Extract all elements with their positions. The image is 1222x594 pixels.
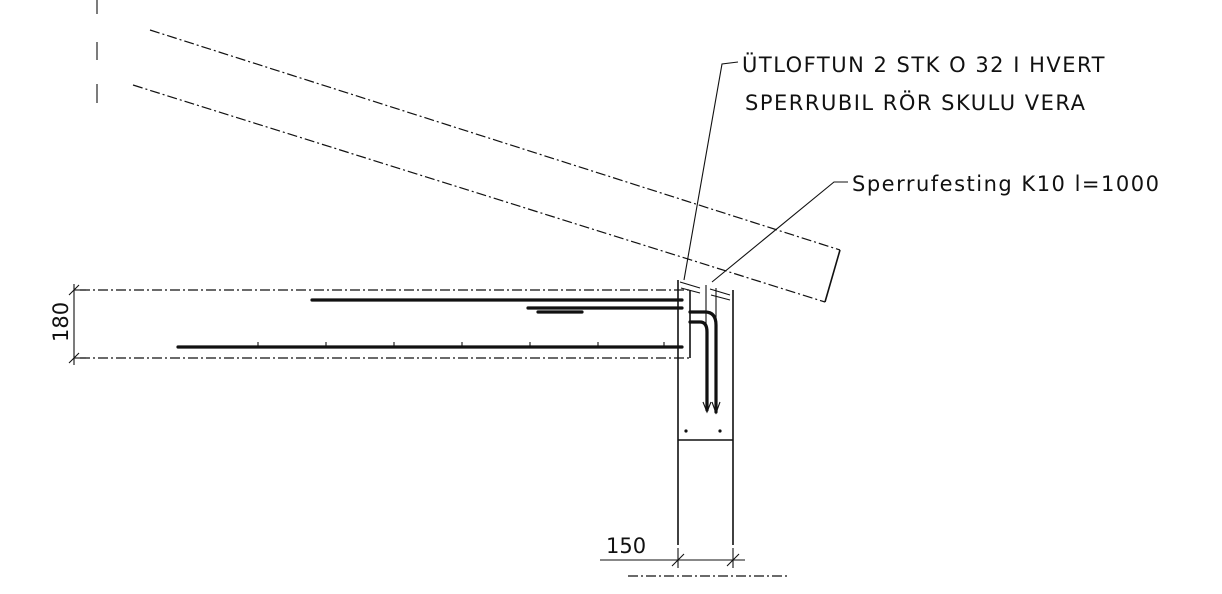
slab-dimension [68, 284, 80, 365]
rafter [132, 29, 841, 303]
wall [677, 280, 734, 545]
floor-slab [74, 289, 691, 359]
wall-thickness-label: 150 [606, 534, 646, 558]
leader-lines [683, 61, 848, 283]
rafter-fastening-note: Sperrufesting K10 l=1000 [852, 172, 1160, 196]
wall-dimension [600, 548, 790, 577]
slab-rebar [176, 298, 684, 349]
rebar-note-line2: SPERRUBIL RÖR SKULU VERA [745, 90, 1087, 115]
rebar-note-line1: ÜTLOFTUN 2 STK O 32 I HVERT [742, 52, 1106, 77]
slab-thickness-label: 180 [49, 302, 73, 342]
wall-rebar [688, 310, 721, 415]
